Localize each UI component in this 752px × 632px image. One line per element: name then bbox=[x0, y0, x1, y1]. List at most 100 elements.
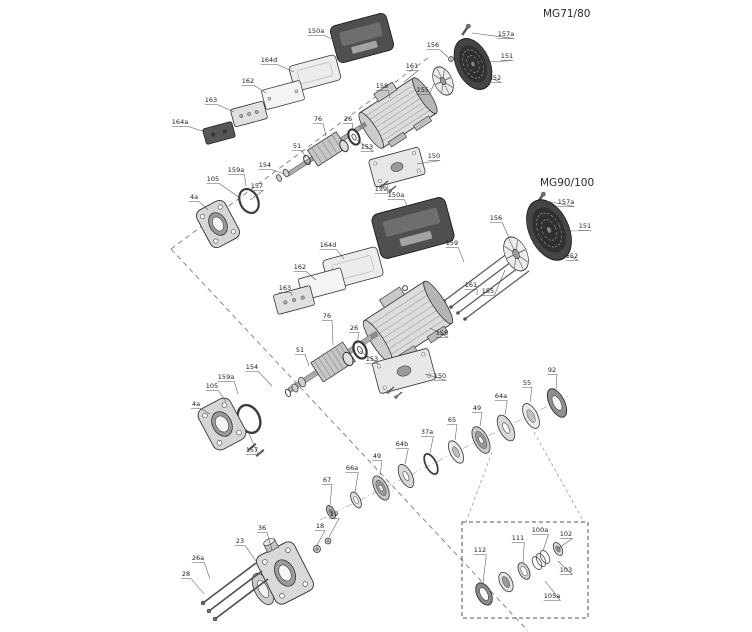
svg-text:51: 51 bbox=[296, 346, 304, 354]
part-labels: 150a164d162163164a157a151152156155161158… bbox=[171, 27, 592, 601]
part-label-112: 112 bbox=[473, 546, 487, 584]
part-label-67: 67 bbox=[322, 476, 333, 506]
part-label-153: 153 bbox=[359, 350, 380, 364]
svg-text:105a: 105a bbox=[544, 592, 560, 600]
svg-text:158: 158 bbox=[436, 329, 448, 337]
part-label-153: 153 bbox=[356, 139, 375, 152]
part-label-156: 156 bbox=[426, 41, 449, 58]
fan-cover-screw-mg71 bbox=[461, 23, 471, 36]
pump-head-group bbox=[200, 537, 332, 622]
svg-text:112: 112 bbox=[474, 546, 486, 554]
part-label-159: 159 bbox=[374, 182, 389, 194]
svg-text:66a: 66a bbox=[346, 464, 358, 472]
part-label-103: 103 bbox=[557, 560, 573, 575]
part-label-64b: 64b bbox=[395, 440, 409, 465]
svg-text:151: 151 bbox=[501, 52, 513, 60]
seal-rotating-face bbox=[498, 571, 514, 593]
part-label-23: 23 bbox=[235, 537, 257, 562]
part-label-164d: 164d bbox=[319, 241, 345, 260]
svg-text:159: 159 bbox=[446, 239, 458, 247]
svg-text:51: 51 bbox=[293, 142, 301, 150]
svg-text:152: 152 bbox=[566, 252, 578, 260]
part-label-164a: 164a bbox=[171, 118, 206, 133]
part-label-158: 158 bbox=[429, 327, 449, 338]
terminal-board-mg71 bbox=[230, 100, 268, 128]
svg-text:164d: 164d bbox=[261, 56, 278, 64]
part-label-162: 162 bbox=[241, 77, 267, 94]
terminal-box-base-mg90 bbox=[372, 348, 436, 394]
svg-text:26a: 26a bbox=[192, 554, 204, 562]
svg-text:92: 92 bbox=[548, 366, 556, 374]
svg-text:159a: 159a bbox=[228, 166, 244, 174]
svg-text:64b: 64b bbox=[396, 440, 408, 448]
svg-text:161: 161 bbox=[465, 281, 477, 289]
vent-plug bbox=[324, 537, 332, 545]
part-label-51: 51 bbox=[292, 142, 307, 159]
part-label-4a: 4a bbox=[189, 193, 209, 211]
part-label-151: 151 bbox=[569, 222, 592, 232]
through-bolts-mg90 bbox=[442, 252, 530, 321]
fan-mg71 bbox=[432, 66, 454, 96]
base-screws-mg71 bbox=[380, 180, 397, 193]
svg-text:55: 55 bbox=[523, 379, 531, 387]
part-label-26: 26 bbox=[349, 324, 360, 345]
svg-text:37a: 37a bbox=[421, 428, 433, 436]
part-label-105: 105 bbox=[205, 382, 227, 403]
svg-text:157: 157 bbox=[246, 446, 258, 454]
part-label-28: 28 bbox=[181, 570, 205, 595]
part-label-164d: 164d bbox=[260, 56, 295, 73]
shaft-washers-mg90 bbox=[284, 376, 306, 398]
part-label-158: 158 bbox=[375, 82, 391, 99]
shaft-seal-washers-mg71 bbox=[276, 168, 290, 182]
rotor-shaft-mg71 bbox=[286, 121, 368, 177]
neck-ring bbox=[448, 440, 464, 464]
svg-text:4a: 4a bbox=[192, 400, 200, 408]
part-label-159a: 159a bbox=[227, 166, 247, 187]
shaft-seal-inset bbox=[461, 521, 589, 619]
svg-text:150: 150 bbox=[428, 152, 440, 160]
part-label-152: 152 bbox=[480, 73, 502, 83]
svg-text:158: 158 bbox=[376, 82, 388, 90]
part-label-159: 159 bbox=[445, 239, 465, 263]
svg-text:76: 76 bbox=[314, 115, 322, 123]
svg-text:103: 103 bbox=[560, 566, 572, 574]
fan-clip-mg71 bbox=[448, 56, 454, 62]
svg-text:162: 162 bbox=[242, 77, 254, 85]
part-label-37a: 37a bbox=[420, 428, 434, 454]
seal-ring bbox=[517, 562, 531, 580]
motor-flange-mg90 bbox=[197, 397, 247, 451]
svg-text:150: 150 bbox=[434, 372, 446, 380]
svg-text:161: 161 bbox=[406, 62, 418, 70]
svg-text:157a: 157a bbox=[558, 198, 574, 206]
svg-text:155: 155 bbox=[482, 287, 494, 295]
seal-spring bbox=[531, 550, 551, 570]
svg-text:100a: 100a bbox=[532, 526, 548, 534]
drain-plug bbox=[313, 545, 321, 553]
part-label-76: 76 bbox=[313, 115, 327, 137]
svg-text:28: 28 bbox=[182, 570, 190, 578]
part-label-49: 49 bbox=[472, 404, 483, 427]
cable-gland-box-mg71 bbox=[202, 121, 236, 145]
spacer-disc-a bbox=[496, 414, 516, 442]
part-label-157a: 157a bbox=[471, 30, 515, 39]
terminal-box-base-mg71 bbox=[368, 147, 426, 187]
fan-mg90 bbox=[503, 236, 529, 272]
svg-text:156: 156 bbox=[427, 41, 439, 49]
svg-text:163: 163 bbox=[279, 284, 291, 292]
part-label-155: 155 bbox=[416, 83, 435, 95]
spacer-disc-b bbox=[397, 464, 415, 488]
terminal-box-cover-mg71 bbox=[329, 13, 395, 63]
bearing-de-mg71 bbox=[339, 139, 349, 153]
coupling-ring bbox=[546, 388, 568, 418]
inset-box bbox=[461, 521, 589, 619]
part-label-105a: 105a bbox=[543, 580, 561, 601]
svg-text:4a: 4a bbox=[190, 193, 198, 201]
part-label-64a: 64a bbox=[494, 392, 508, 416]
part-label-19: 19 bbox=[328, 510, 340, 538]
svg-text:19: 19 bbox=[330, 510, 338, 518]
svg-text:76: 76 bbox=[323, 312, 331, 320]
svg-text:157: 157 bbox=[251, 182, 263, 190]
svg-text:154: 154 bbox=[246, 363, 258, 371]
